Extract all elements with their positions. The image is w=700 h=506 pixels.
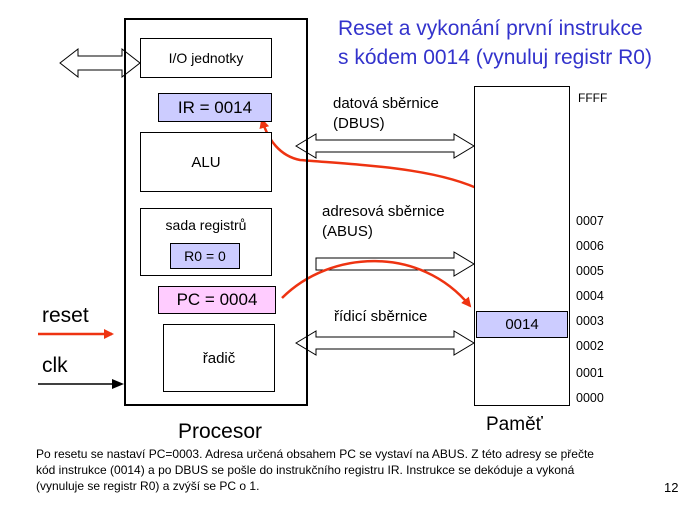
memory-address: 0001 <box>576 366 604 380</box>
memory-address: 0007 <box>576 214 604 228</box>
ir-label: IR = 0014 <box>177 97 253 117</box>
memory-cell-value: 0014 <box>505 316 539 333</box>
reset-label: reset <box>42 304 89 327</box>
r0-label: R0 = 0 <box>184 248 226 264</box>
memory-address: 0002 <box>576 339 604 353</box>
register-set-box: sada registrů <box>140 208 272 276</box>
processor-box <box>124 18 308 406</box>
note-line-3: (vynuluje se registr R0) a zvýší se PC o… <box>36 479 260 493</box>
title-line-1: Reset a vykonání první instrukce <box>338 17 643 40</box>
data-bus-label-line-1: datová sběrnice <box>333 95 439 112</box>
memory-box <box>474 86 570 406</box>
title-line-2: s kódem 0014 (vynuluj registr R0) <box>338 46 652 69</box>
slide-title: Reset a vykonání první instrukce s kódem… <box>338 14 694 72</box>
note-line-2: kód instrukce (0014) a po DBUS se pošle … <box>36 463 575 477</box>
note-line-1: Po resetu se nastaví PC=0003. Adresa urč… <box>36 447 594 461</box>
io-units-label: I/O jednotky <box>168 50 244 66</box>
clk-label: clk <box>42 354 68 377</box>
address-bus-label: adresová sběrnice (ABUS) <box>322 202 445 242</box>
memory-label: Paměť <box>486 414 543 435</box>
alu-box: ALU <box>140 132 272 192</box>
memory-address: 0004 <box>576 289 604 303</box>
pc-label: PC = 0004 <box>176 290 258 309</box>
memory-address: 0003 <box>576 314 604 328</box>
control-unit-box: řadič <box>163 324 275 392</box>
control-unit-label: řadič <box>202 349 236 367</box>
ir-register: IR = 0014 <box>158 93 272 122</box>
control-bus-label: řídicí sběrnice <box>334 308 428 325</box>
r0-register: R0 = 0 <box>170 243 240 269</box>
register-set-label: sada registrů <box>165 217 247 233</box>
clk-arrowhead <box>112 379 124 389</box>
memory-address: 0000 <box>576 391 604 405</box>
address-bus-label-line-2: (ABUS) <box>322 223 373 240</box>
io-units-box: I/O jednotky <box>140 38 272 78</box>
page-number: 12 <box>664 480 679 495</box>
memory-top-address: FFFF <box>578 91 608 105</box>
memory-address: 0005 <box>576 264 604 278</box>
alu-label: ALU <box>191 153 221 171</box>
pc-register: PC = 0004 <box>158 286 276 314</box>
processor-label: Procesor <box>178 420 263 443</box>
data-bus-label: datová sběrnice (DBUS) <box>333 94 439 134</box>
explanation-note: Po resetu se nastaví PC=0003. Adresa urč… <box>36 446 656 494</box>
control-bus-arrow <box>295 330 475 356</box>
data-bus-label-line-2: (DBUS) <box>333 115 385 132</box>
memory-cell-0003: 0014 <box>476 311 568 338</box>
address-bus-label-line-1: adresová sběrnice <box>322 203 445 220</box>
pc-to-memory-arrow <box>281 259 472 308</box>
memory-address: 0006 <box>576 239 604 253</box>
data-bus-arrow <box>295 133 475 159</box>
